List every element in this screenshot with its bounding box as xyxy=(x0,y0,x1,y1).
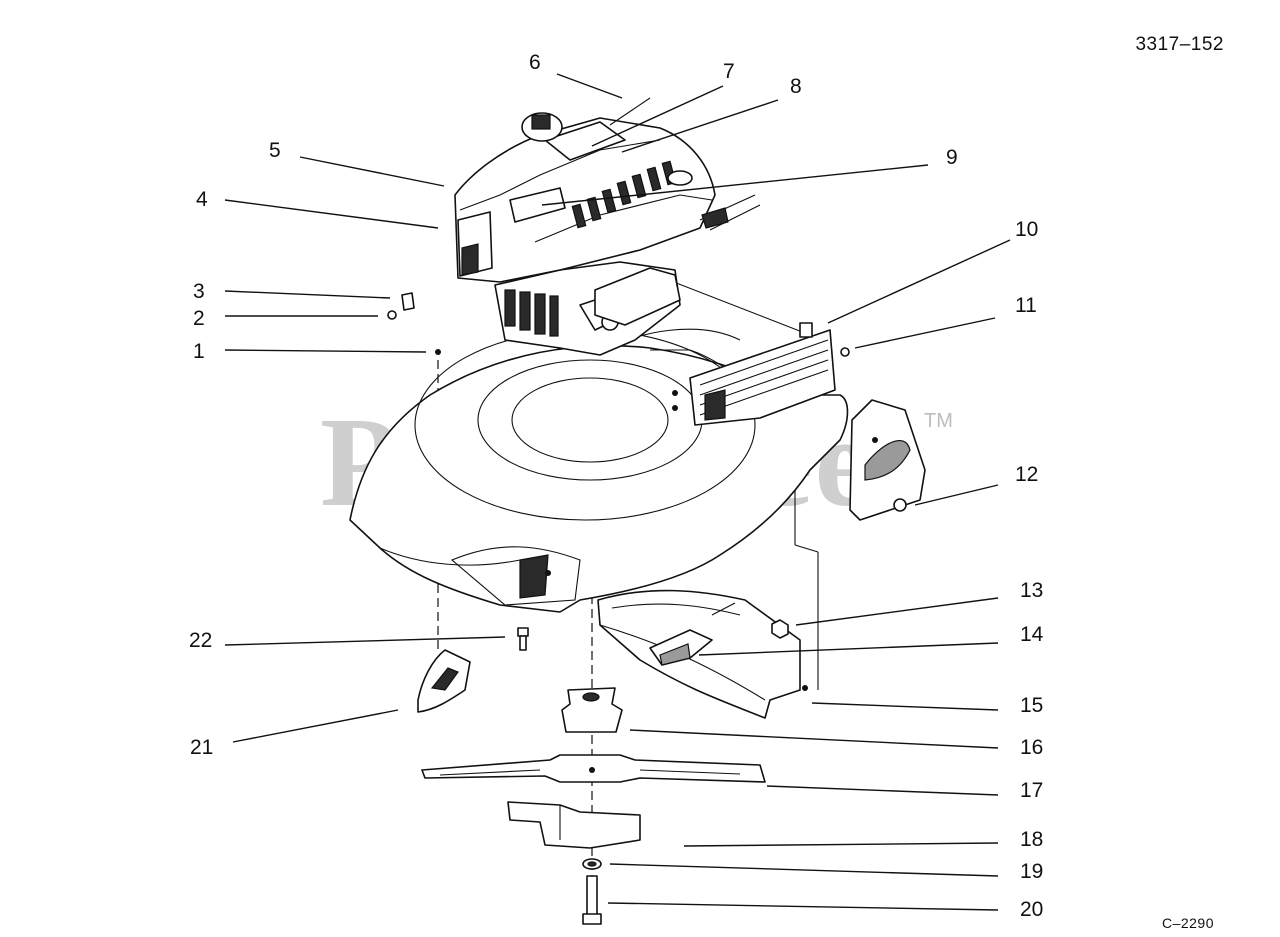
callout-7: 7 xyxy=(723,60,735,83)
callout-21: 21 xyxy=(190,736,213,759)
callout-20: 20 xyxy=(1020,898,1043,921)
baffle-insert xyxy=(649,602,736,666)
drawing-number: 3317–152 xyxy=(1135,34,1224,55)
figure-code: C–2290 xyxy=(1161,915,1214,931)
blade-baffle xyxy=(507,801,641,849)
callout-3: 3 xyxy=(193,280,205,303)
callout-4: 4 xyxy=(196,188,208,211)
callout-19: 19 xyxy=(1020,860,1043,883)
callout-9: 9 xyxy=(946,146,958,169)
callout-22: 22 xyxy=(189,629,212,652)
callout-5: 5 xyxy=(269,139,281,162)
callouts: 1 2 3 4 5 6 7 8 9 10 11 12 13 14 15 16 1… xyxy=(189,51,1044,921)
callout-12: 12 xyxy=(1015,463,1038,486)
callout-13: 13 xyxy=(1020,579,1043,602)
blade-adapter xyxy=(561,687,623,733)
callout-18: 18 xyxy=(1020,828,1043,851)
callout-16: 16 xyxy=(1020,736,1043,759)
leader-lines xyxy=(224,73,1011,911)
callout-11: 11 xyxy=(1015,294,1037,317)
hardware xyxy=(387,292,789,651)
blade xyxy=(421,754,766,783)
engine xyxy=(454,97,761,356)
callout-10: 10 xyxy=(1015,218,1038,241)
callout-8: 8 xyxy=(790,75,802,98)
callout-1: 1 xyxy=(193,340,205,363)
watermark-tm: TM xyxy=(924,410,953,432)
callout-17: 17 xyxy=(1020,779,1043,802)
callout-6: 6 xyxy=(529,51,541,74)
side-discharge-guard xyxy=(672,322,850,426)
washer-bolt xyxy=(582,858,602,925)
front-baffle xyxy=(417,649,471,713)
handle-bracket xyxy=(849,399,926,521)
callout-14: 14 xyxy=(1020,623,1044,646)
callout-15: 15 xyxy=(1020,694,1043,717)
callout-2: 2 xyxy=(193,307,205,330)
